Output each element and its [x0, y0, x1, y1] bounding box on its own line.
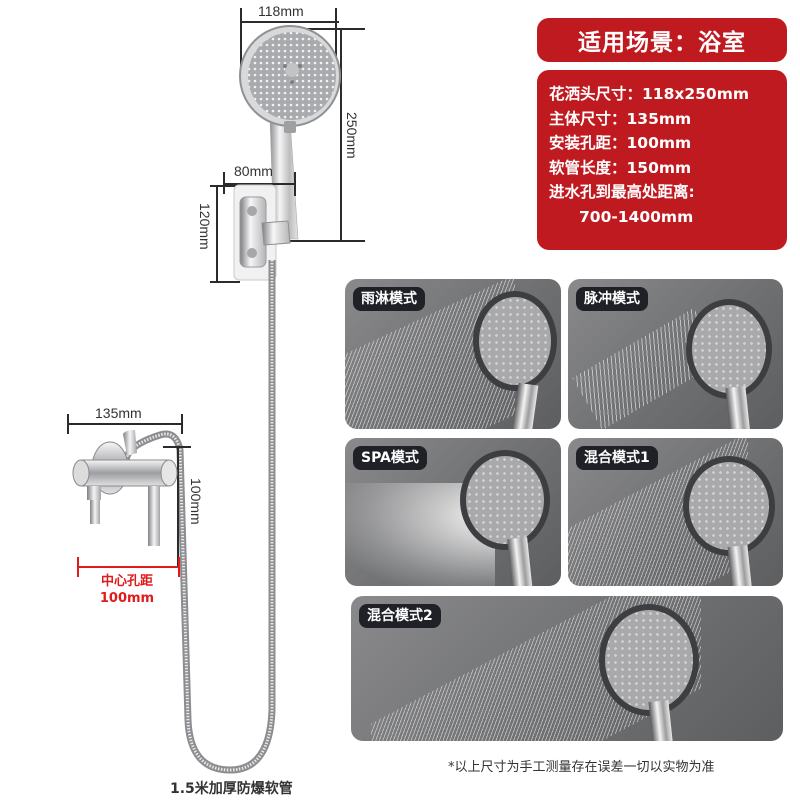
dim-tick	[290, 240, 365, 242]
center-distance-label: 中心孔距	[100, 574, 153, 589]
dim-holder-height: 120mm	[197, 203, 213, 250]
center-distance-tick	[77, 557, 79, 577]
dim-tick	[163, 446, 191, 448]
dim-line-holder-width	[223, 183, 295, 185]
dim-tick	[240, 8, 242, 71]
spec-body-size: 主体尺寸：135mm	[549, 109, 692, 128]
scene-badge: 适用场景：浴室	[537, 18, 787, 62]
dim-tick	[181, 414, 183, 434]
dim-tick	[210, 281, 240, 283]
dim-faucet-height: 100mm	[188, 478, 204, 525]
dim-line-head-width	[241, 21, 339, 23]
mode-label: 混合模式1	[576, 446, 658, 470]
mode-label: 雨淋模式	[353, 287, 425, 311]
dim-line-faucet-width	[67, 423, 182, 425]
shower-head-icon	[683, 456, 775, 556]
mode-panel-pulse: 脉冲模式	[568, 279, 783, 429]
mode-panel-rain: 雨淋模式	[345, 279, 561, 429]
center-distance-tick	[178, 557, 180, 577]
spec-hole-distance: 安装孔距：100mm	[549, 134, 692, 152]
dim-tick	[335, 8, 337, 72]
mode-label: 脉冲模式	[576, 287, 648, 311]
hose-image	[122, 260, 276, 774]
hose-label: 1.5米加厚防爆软管	[170, 781, 293, 797]
dim-holder-width: 80mm	[234, 163, 273, 179]
dim-tick	[67, 414, 69, 434]
dim-faucet-width: 135mm	[95, 405, 142, 421]
shower-head-icon	[599, 604, 699, 716]
mode-panel-spa: SPA模式	[345, 438, 561, 586]
shower-head-icon	[460, 450, 550, 550]
wall-holder-image	[233, 184, 291, 281]
dim-tick	[210, 185, 240, 187]
mode-label: 混合模式2	[359, 604, 441, 628]
dim-tick	[290, 28, 365, 30]
spec-inlet-height-label: 进水孔到最高处距离:	[549, 183, 695, 201]
center-distance-value: 100mm	[99, 591, 155, 606]
shower-head-image	[239, 25, 341, 240]
spec-hose-length: 软管长度：150mm	[549, 158, 692, 177]
shower-head-icon	[473, 291, 557, 391]
dim-line-head-height	[340, 28, 342, 241]
faucet-image	[72, 430, 178, 546]
spec-box: 花洒头尺寸：118x250mm 主体尺寸：135mm 安装孔距：100mm 软管…	[537, 70, 787, 250]
dim-line-holder-height	[216, 185, 218, 282]
mode-label: SPA模式	[353, 446, 427, 470]
mode-panel-mixed-1: 混合模式1	[568, 438, 783, 586]
spec-inlet-height-value: 700-1400mm	[579, 207, 694, 226]
dim-tick	[223, 172, 225, 194]
shower-head-icon	[686, 299, 772, 399]
shower-handle	[727, 545, 753, 586]
dim-tick	[294, 172, 296, 196]
dim-head-width: 118mm	[258, 3, 304, 19]
spec-head-size: 花洒头尺寸：118x250mm	[549, 85, 750, 103]
dim-line-faucet-height	[177, 447, 179, 567]
shower-handle	[507, 537, 533, 586]
footnote-disclaimer: *以上尺寸为手工测量存在误差一切以实物为准	[448, 760, 715, 775]
center-distance-line	[77, 566, 179, 568]
mode-panel-mixed-2: 混合模式2	[351, 596, 783, 741]
